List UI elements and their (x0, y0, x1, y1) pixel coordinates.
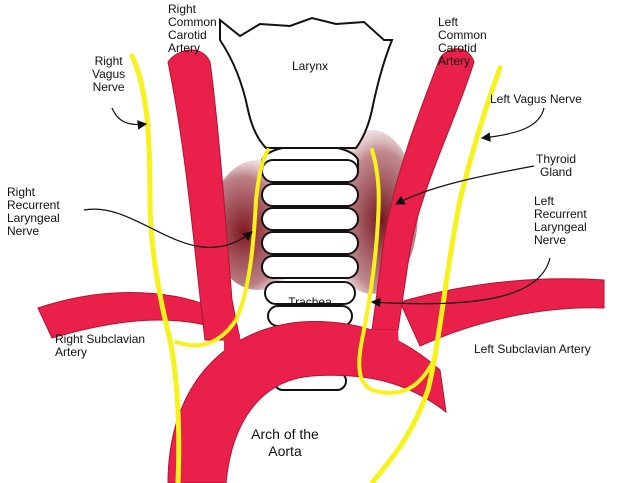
pointer-arrows (83, 107, 551, 308)
left-subclavian-artery (399, 278, 605, 347)
label-thyroid-gland: Thyroid Gland (536, 152, 577, 179)
right-common-carotid-artery (167, 49, 241, 341)
label-right-subclavian-artery: Right Subclavian Artery (55, 332, 146, 359)
larynx (219, 16, 394, 149)
right-recurrent-laryngeal-nerve (174, 148, 270, 348)
label-right-recurrent-laryngeal-nerve: Right Recurrent Laryngeal Nerve (7, 185, 60, 238)
arrow-thyroid (394, 165, 535, 205)
label-left-common-carotid-artery: Left Common Carotid Artery (438, 15, 487, 68)
arrow-left-recurrent (370, 257, 551, 308)
label-aortic-arch: Arch of the Aorta (251, 426, 319, 459)
label-left-vagus-nerve: Left Vagus Nerve (490, 92, 582, 106)
right-vagus-nerve (129, 53, 182, 483)
left-common-carotid-artery (371, 48, 475, 331)
arrow-right-recurrent (83, 208, 253, 249)
label-larynx: Larynx (291, 59, 329, 73)
arrow-right-vagus (111, 107, 148, 130)
label-right-vagus-nerve: Right Vagus Nerve (92, 54, 126, 94)
aortic-arch (167, 320, 447, 483)
label-trachea: Trachea (288, 295, 332, 309)
left-recurrent-laryngeal-nerve (357, 148, 438, 395)
arrow-left-vagus (480, 107, 545, 142)
left-vagus-nerve (369, 65, 503, 483)
label-left-recurrent-laryngeal-nerve: Left Recurrent Laryngeal Nerve (534, 194, 587, 247)
label-left-subclavian-artery: Left Subclavian Artery (474, 342, 591, 356)
label-right-common-carotid-artery: Right Common Carotid Artery (168, 2, 217, 55)
